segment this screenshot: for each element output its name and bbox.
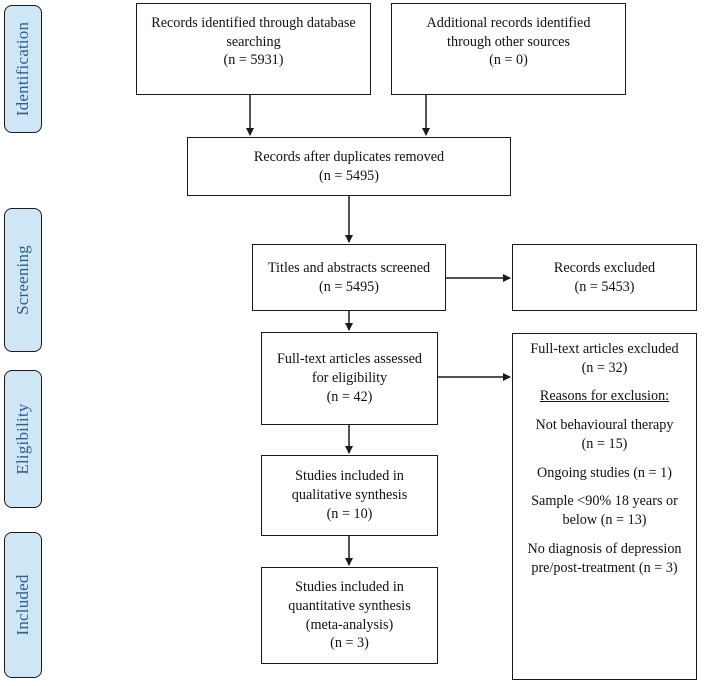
reason-item-count: (n = 15) xyxy=(581,435,628,452)
reason-item: Not behavioural therapy xyxy=(535,417,674,434)
duplicates-removed-line1: Records after duplicates removed xyxy=(253,149,445,165)
quantitative-line2: quantitative synthesis xyxy=(288,597,411,614)
database-records-count: (n = 5931) xyxy=(223,52,284,69)
reason-item: No diagnosis of depression xyxy=(527,540,682,557)
other-sources-box: Additional records identified through ot… xyxy=(391,3,626,95)
reasons-heading: Reasons for exclusion: xyxy=(539,388,670,405)
fulltext-assessed-box: Full-text articles assessed for eligibil… xyxy=(261,332,438,425)
screened-line1: Titles and abstracts screened xyxy=(267,259,431,276)
phase-included: Included xyxy=(4,532,42,678)
phase-screening-label: Screening xyxy=(13,245,32,315)
reason-item-count: pre/post-treatment (n = 3) xyxy=(531,559,678,576)
screened-count: (n = 5495) xyxy=(318,278,379,295)
fulltext-excluded-box: Full-text articles excluded (n = 32) Rea… xyxy=(512,333,697,680)
phase-screening: Screening xyxy=(4,208,42,352)
duplicates-removed-count: (n = 5495) xyxy=(318,167,379,184)
records-excluded-box: Records excluded (n = 5453) xyxy=(512,244,697,311)
fulltext-assessed-line1: Full-text articles assessed xyxy=(277,351,422,368)
phase-identification-label: Identification xyxy=(13,21,32,117)
quantitative-line3: (meta-analysis) xyxy=(305,616,394,633)
qualitative-line1: Studies included in xyxy=(295,468,404,485)
reason-item: Ongoing studies (n = 1) xyxy=(537,464,672,481)
database-records-line2: searching xyxy=(226,33,281,50)
reason-item-count: below (n = 13) xyxy=(562,512,647,529)
fulltext-assessed-count: (n = 42) xyxy=(326,388,373,405)
other-sources-line1: Additional records identified xyxy=(426,15,591,31)
qualitative-line2: qualitative synthesis xyxy=(291,487,408,504)
records-excluded-line1: Records excluded xyxy=(553,259,656,276)
other-sources-line2: through other sources xyxy=(447,33,570,50)
database-records-line1: Records identified through database xyxy=(151,15,356,31)
fulltext-excluded-title: Full-text articles excluded xyxy=(530,341,679,357)
phase-identification: Identification xyxy=(4,5,42,133)
phase-eligibility-label: Eligibility xyxy=(13,403,32,475)
fulltext-assessed-line2: for eligibility xyxy=(311,370,388,387)
screened-box: Titles and abstracts screened (n = 5495) xyxy=(252,244,446,311)
duplicates-removed-box: Records after duplicates removed (n = 54… xyxy=(187,137,511,196)
qualitative-count: (n = 10) xyxy=(326,505,373,522)
records-excluded-count: (n = 5453) xyxy=(574,278,635,295)
database-records-box: Records identified through database sear… xyxy=(136,3,371,95)
quantitative-count: (n = 3) xyxy=(330,635,369,652)
other-sources-count: (n = 0) xyxy=(489,52,528,69)
phase-included-label: Included xyxy=(13,574,32,636)
quantitative-synthesis-box: Studies included in quantitative synthes… xyxy=(261,567,438,664)
quantitative-line1: Studies included in xyxy=(295,579,404,596)
reason-item: Sample <90% 18 years or xyxy=(531,493,678,510)
phase-eligibility: Eligibility xyxy=(4,370,42,508)
fulltext-excluded-count: (n = 32) xyxy=(581,359,628,376)
qualitative-synthesis-box: Studies included in qualitative synthesi… xyxy=(261,455,438,536)
